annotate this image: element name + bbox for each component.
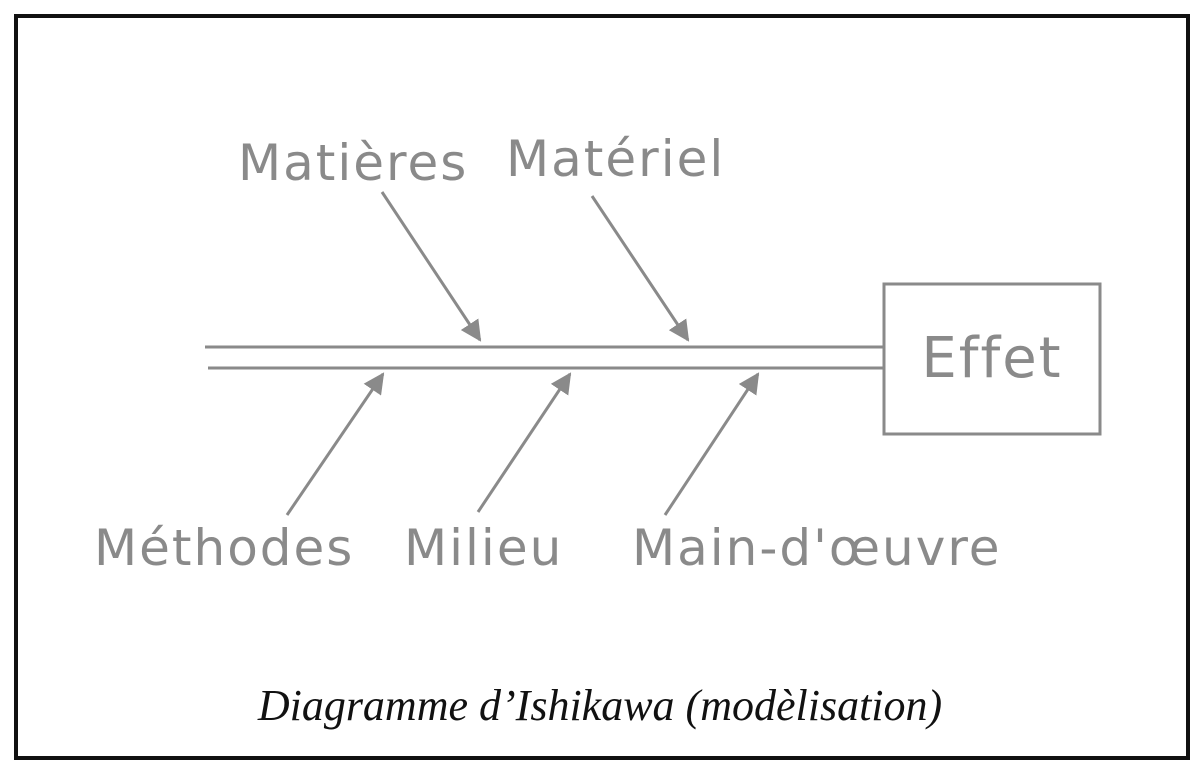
effect-box (882, 282, 1102, 436)
cause-label-main-doeuvre: Main-d'œuvre (632, 519, 1002, 577)
diagram-frame (14, 14, 1190, 760)
arrow-matieres (380, 191, 482, 342)
cause-label-milieu: Milieu (404, 519, 563, 577)
cause-label-matieres: Matières (238, 134, 468, 192)
cause-label-materiel: Matériel (506, 130, 725, 188)
arrow-main-doeuvre (663, 372, 760, 516)
effect-label: Effet (921, 326, 1062, 391)
arrow-materiel (590, 195, 690, 342)
arrow-methodes (285, 372, 385, 516)
cause-label-methodes: Méthodes (94, 519, 354, 577)
arrow-milieu (476, 372, 572, 513)
diagram-caption: Diagramme d’Ishikawa (modèlisation) (257, 681, 943, 730)
